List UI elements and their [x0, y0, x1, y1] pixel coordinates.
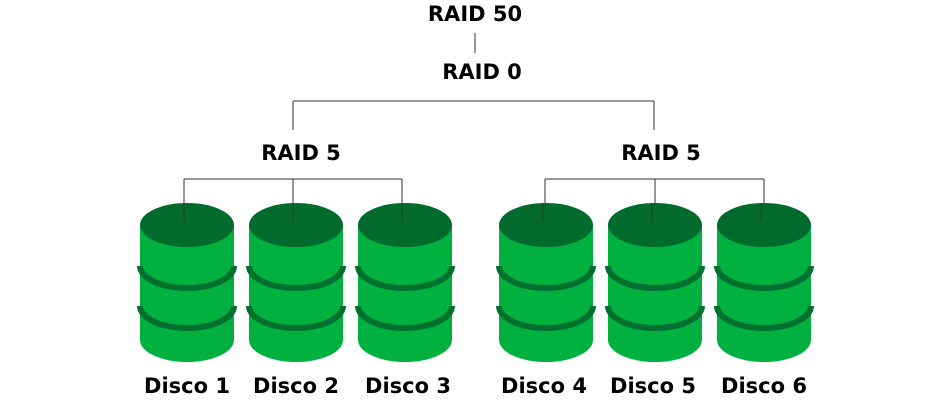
disk-cylinder-icon — [605, 203, 705, 362]
raid50-label: RAID 50 — [428, 2, 522, 26]
disk-5: Disco 5 — [605, 203, 705, 398]
disk-cylinder-icon — [496, 203, 596, 362]
disk-5-label: Disco 5 — [610, 374, 696, 398]
disk-1-label: Disco 1 — [144, 374, 230, 398]
disk-cylinder-icon — [137, 203, 237, 362]
raid5-group-1-label: RAID 5 — [261, 141, 341, 165]
disk-cylinder-icon — [246, 203, 346, 362]
disk-4: Disco 4 — [496, 203, 596, 398]
raid0-label: RAID 0 — [442, 60, 522, 84]
disk-4-label: Disco 4 — [501, 374, 587, 398]
disk-1: Disco 1 — [137, 203, 237, 398]
disk-2: Disco 2 — [246, 203, 346, 398]
disk-6: Disco 6 — [714, 203, 814, 398]
raid5-group-2-label: RAID 5 — [621, 141, 701, 165]
disk-cylinder-icon — [714, 203, 814, 362]
disk-3-label: Disco 3 — [365, 374, 451, 398]
disk-3: Disco 3 — [355, 203, 455, 398]
disk-cylinder-icon — [355, 203, 455, 362]
disk-2-label: Disco 2 — [253, 374, 339, 398]
raid0-bracket — [292, 100, 655, 130]
disk-6-label: Disco 6 — [721, 374, 807, 398]
